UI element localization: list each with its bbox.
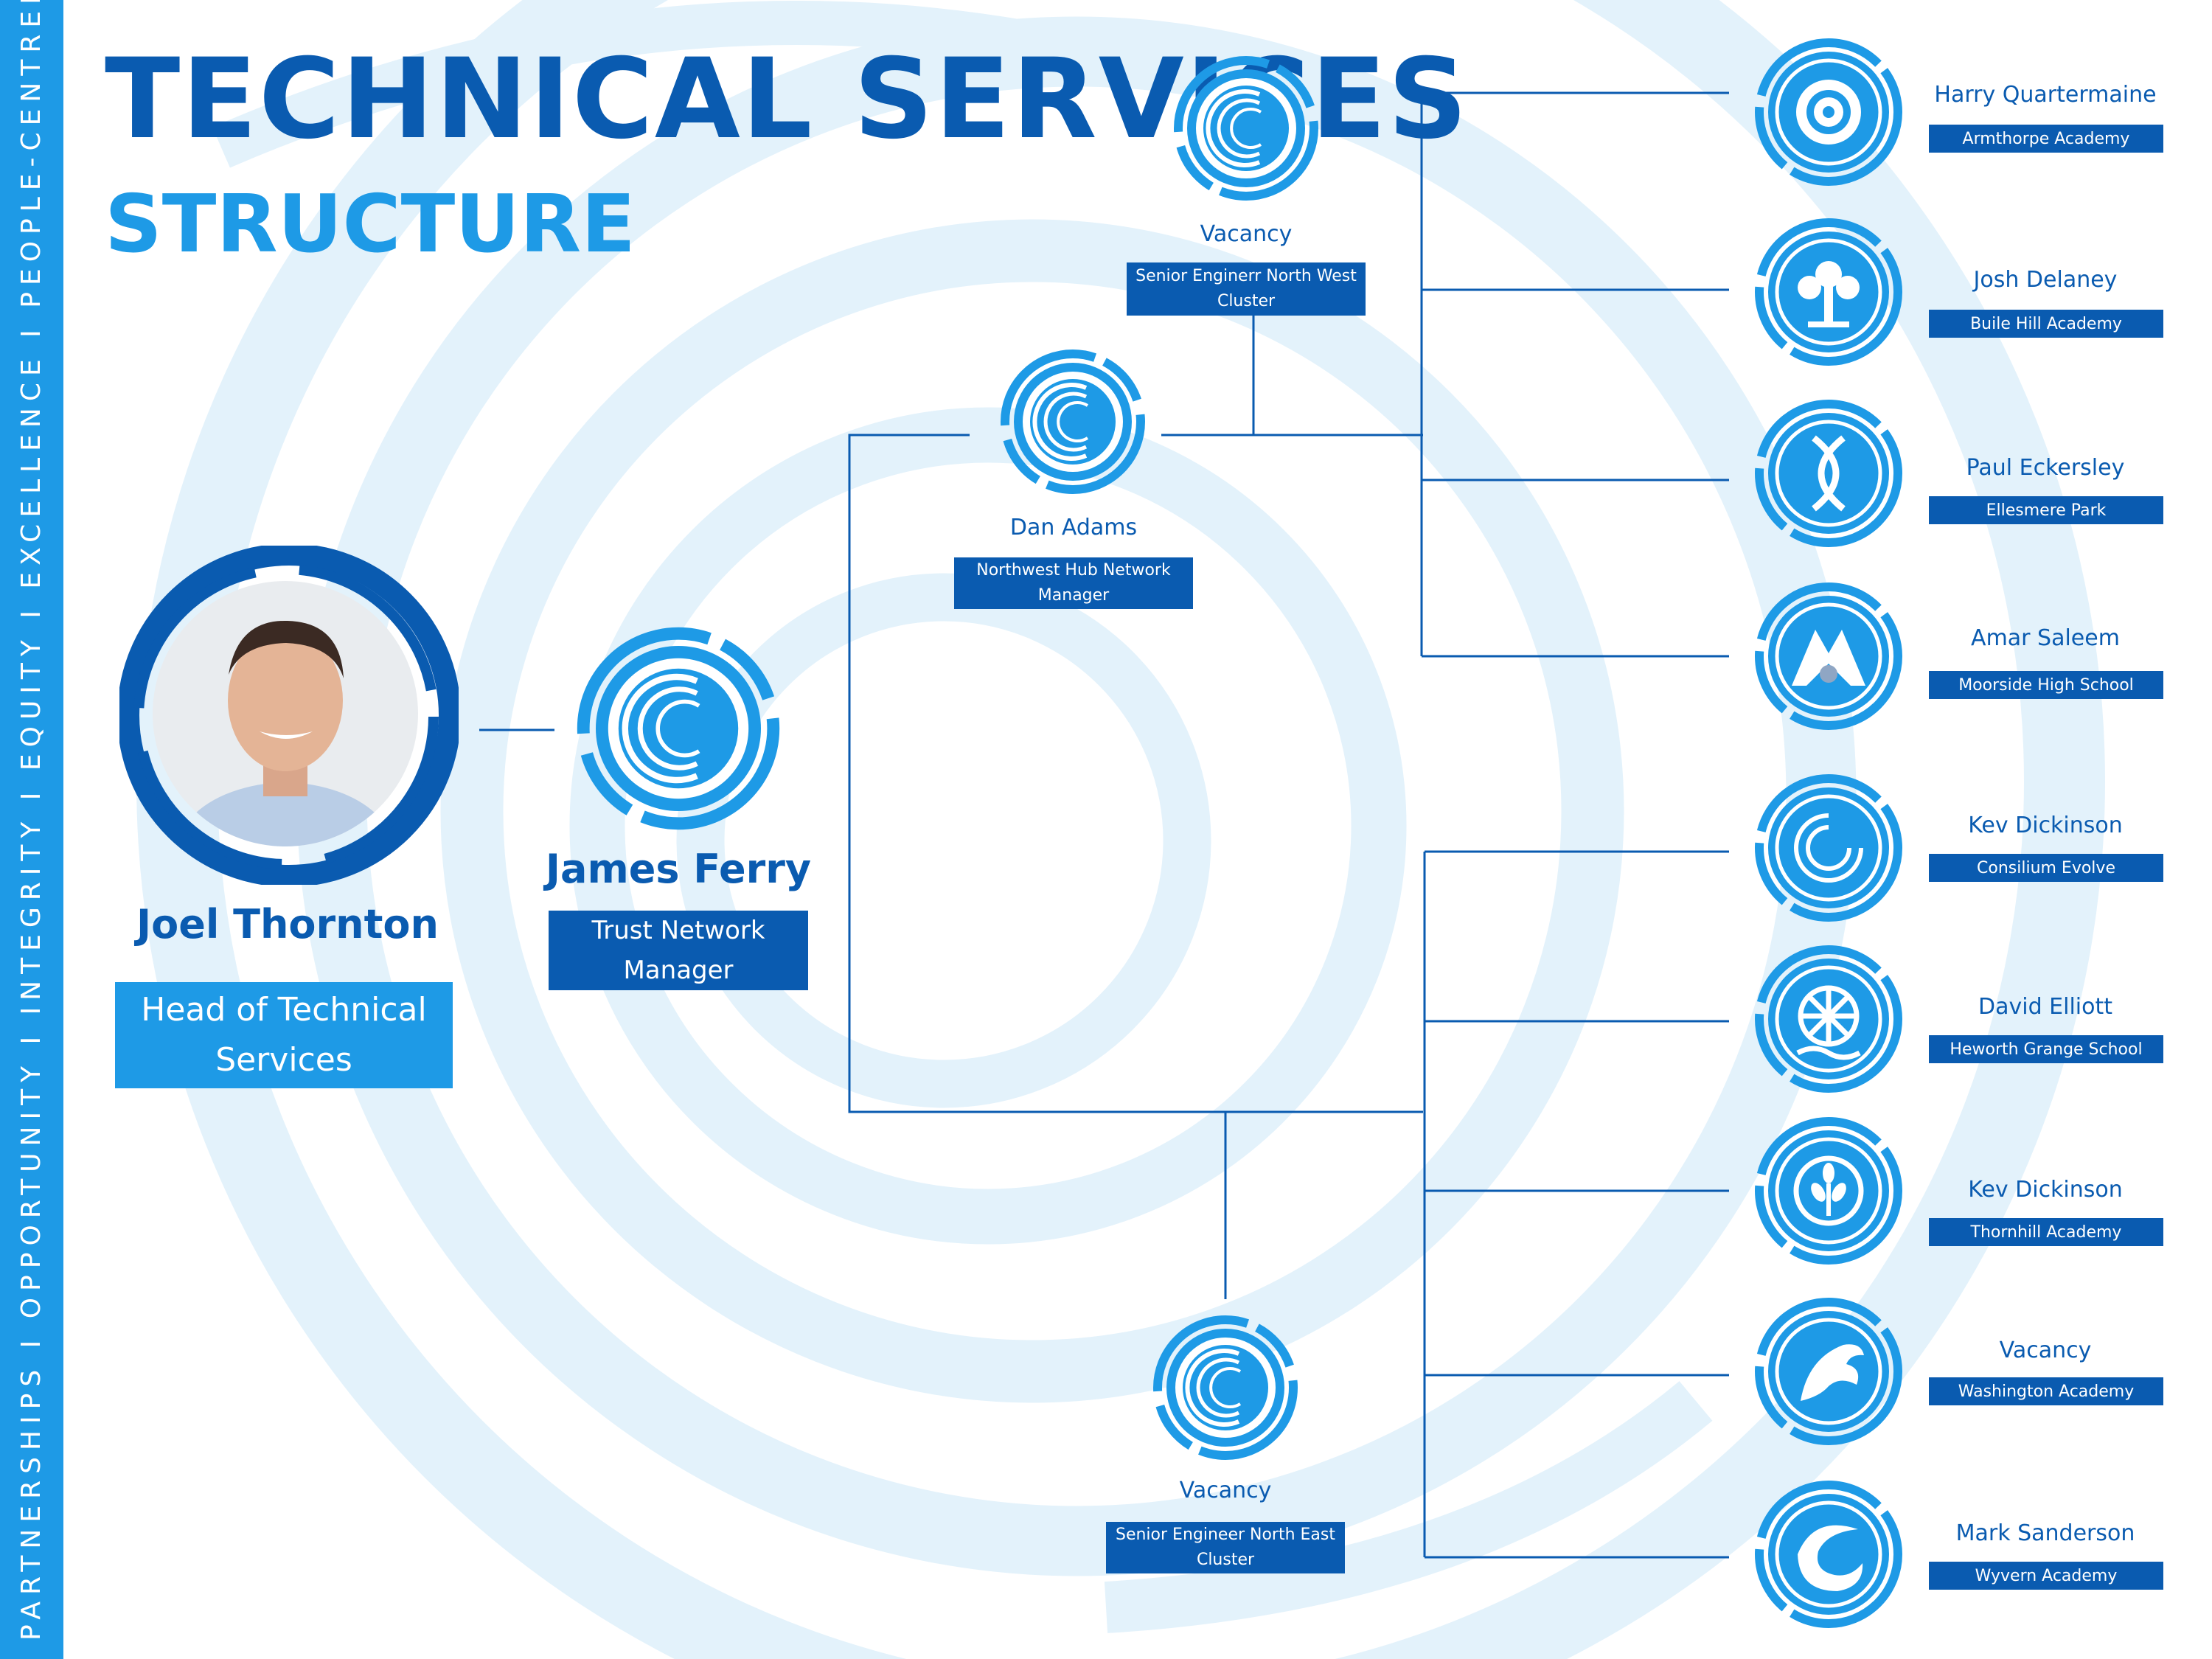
hub-role-badge: Northwest Hub Network Manager <box>954 557 1193 609</box>
school-emblem-buile-hill <box>1755 218 1902 366</box>
head-name: Joel Thornton <box>136 901 439 947</box>
school-badge: Ellesmere Park <box>1929 496 2163 524</box>
tree-icon <box>1798 261 1860 327</box>
spiral-icon <box>1794 813 1863 883</box>
school-staff-name: Kev Dickinson <box>1968 813 2123 838</box>
school-staff-name: David Elliott <box>1978 994 2112 1020</box>
school-emblem-ellesmere-park <box>1755 400 1902 547</box>
school-badge: Consilium Evolve <box>1929 854 2163 882</box>
school-staff-name: Amar Saleem <box>1971 625 2120 651</box>
cluster-north-east-role-badge: Senior Engineer North East Cluster <box>1106 1522 1345 1573</box>
dna-icon <box>1812 435 1846 512</box>
school-badge: Washington Academy <box>1929 1377 2163 1405</box>
school-emblem-washington <box>1755 1298 1902 1445</box>
school-staff-name: Josh Delaney <box>1973 267 2118 293</box>
school-emblem-thornhill <box>1755 1117 1902 1265</box>
wheel-icon <box>1796 985 1861 1060</box>
manager-emblem <box>575 625 782 832</box>
page-subtitle: STRUCTURE <box>105 178 636 271</box>
school-badge: Wyvern Academy <box>1929 1562 2163 1590</box>
cluster-north-east-emblem <box>1152 1314 1299 1461</box>
school-badge: Heworth Grange School <box>1929 1035 2163 1063</box>
school-staff-name: Vacancy <box>1999 1338 2092 1363</box>
mountain-lion-icon <box>1792 630 1865 686</box>
cluster-north-west-emblem <box>1172 55 1320 202</box>
school-emblem-armthorpe <box>1755 38 1902 186</box>
school-emblem-consilium <box>1755 774 1902 922</box>
eagle-icon <box>1801 1344 1864 1401</box>
school-staff-name: Paul Eckersley <box>1966 455 2125 481</box>
school-badge: Buile Hill Academy <box>1929 310 2163 338</box>
manager-name: James Ferry <box>545 846 812 892</box>
cluster-north-east-name: Vacancy <box>1179 1478 1272 1503</box>
school-staff-name: Kev Dickinson <box>1968 1177 2123 1203</box>
wheat-icon <box>1793 1155 1864 1226</box>
cluster-north-west-role-badge: Senior Enginerr North West Cluster <box>1127 262 1366 316</box>
head-role-badge: Head of Technical Services <box>115 982 453 1088</box>
rose-icon <box>1796 80 1861 145</box>
manager-role-badge: Trust Network Manager <box>549 911 808 990</box>
avatar <box>117 543 461 887</box>
school-emblem-heworth <box>1755 945 1902 1093</box>
hub-emblem <box>999 348 1147 495</box>
wyvern-icon <box>1798 1525 1863 1591</box>
school-emblem-moorside <box>1755 582 1902 730</box>
school-badge: Armthorpe Academy <box>1929 125 2163 153</box>
school-emblem-wyvern <box>1755 1481 1902 1628</box>
hub-name: Dan Adams <box>1009 515 1138 540</box>
school-staff-name: Harry Quartermaine <box>1934 82 2157 108</box>
cluster-north-west-name: Vacancy <box>1200 221 1293 247</box>
school-staff-name: Mark Sanderson <box>1955 1520 2135 1546</box>
values-sidebar: PARTNERSHIPS I OPPORTUNITY I INTEGRITY I… <box>0 0 63 1659</box>
school-badge: Thornhill Academy <box>1929 1218 2163 1246</box>
school-badge: Moorside High School <box>1929 671 2163 699</box>
